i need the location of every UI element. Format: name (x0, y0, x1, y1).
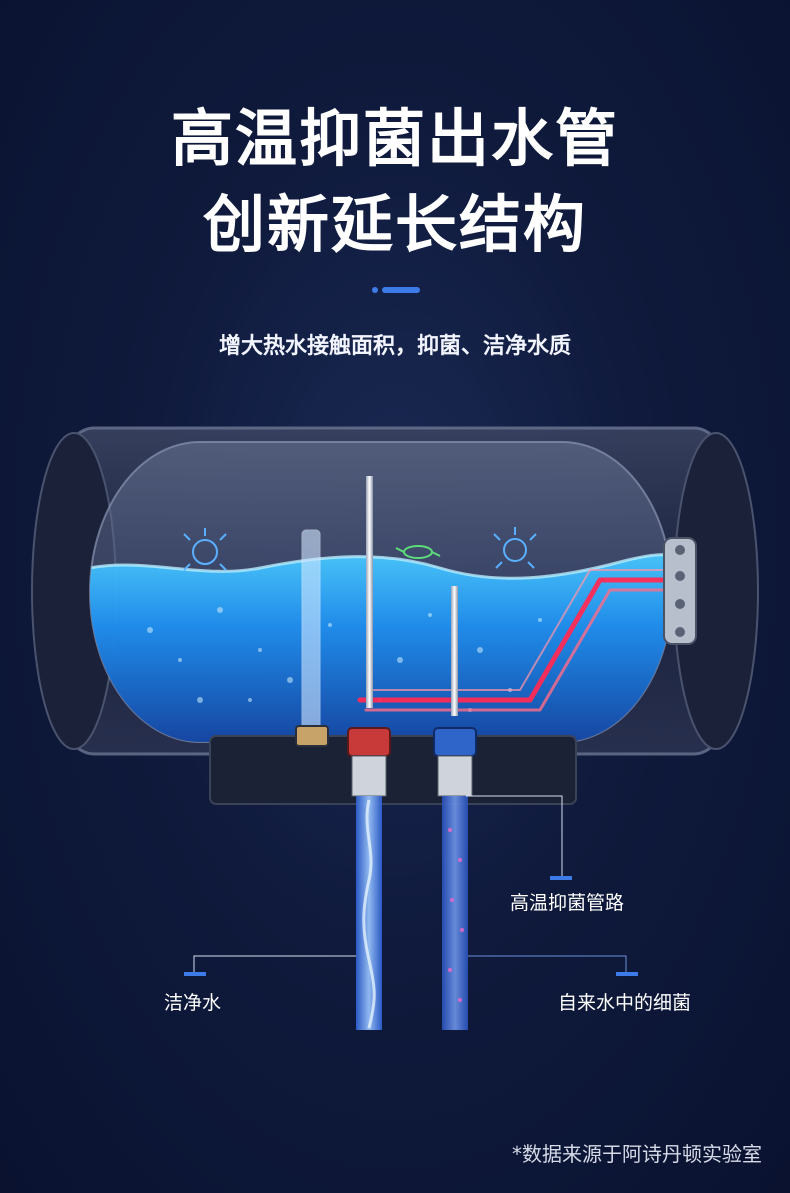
thermostat-probe (451, 586, 458, 716)
cold-inlet-coupling (437, 755, 473, 797)
heater-flange (663, 537, 697, 645)
hot-outlet-tube (301, 529, 321, 731)
control-panel (209, 735, 577, 805)
accent-dot (372, 287, 378, 293)
water-body (90, 554, 672, 742)
hot-pipe-leader (466, 795, 563, 876)
callout-clean-water: 洁净水 (164, 992, 222, 1014)
callout-tap-bacteria: 自来水中的细菌 (558, 992, 692, 1014)
data-source-footnote: *数据来源于阿诗丹顿实验室 (512, 1142, 762, 1166)
tap-bacteria-marker (616, 972, 638, 976)
hot-outlet-coupling (351, 755, 387, 797)
bacteria-icon (395, 545, 441, 559)
page-title: 高温抑菌出水管 (170, 102, 619, 175)
callout-hot-pipe: 高温抑菌管路 (510, 892, 625, 914)
anode-rod (366, 476, 373, 708)
clean-water-leader (193, 955, 356, 972)
bacteria-dots (448, 828, 464, 1002)
water-heater-illustration (31, 426, 759, 1030)
water-surface (90, 553, 672, 580)
bacteria-icon (493, 527, 537, 569)
clean-water-flow (362, 799, 376, 1029)
cold-inlet-fitting (433, 727, 477, 757)
hot-outlet-fitting (347, 727, 391, 757)
small-fitting (295, 725, 329, 747)
page-subtitle-heading: 创新延长结构 (202, 188, 587, 261)
feature-description: 增大热水接触面积，抑菌、洁净水质 (218, 334, 571, 359)
accent-divider (372, 287, 420, 293)
tap-water-pipe (442, 796, 468, 1030)
bacteria-icon (183, 528, 227, 571)
accent-bar (382, 287, 420, 293)
hot-pipe-marker (550, 876, 572, 880)
clean-water-marker (184, 972, 206, 976)
tap-bacteria-leader (468, 955, 627, 972)
